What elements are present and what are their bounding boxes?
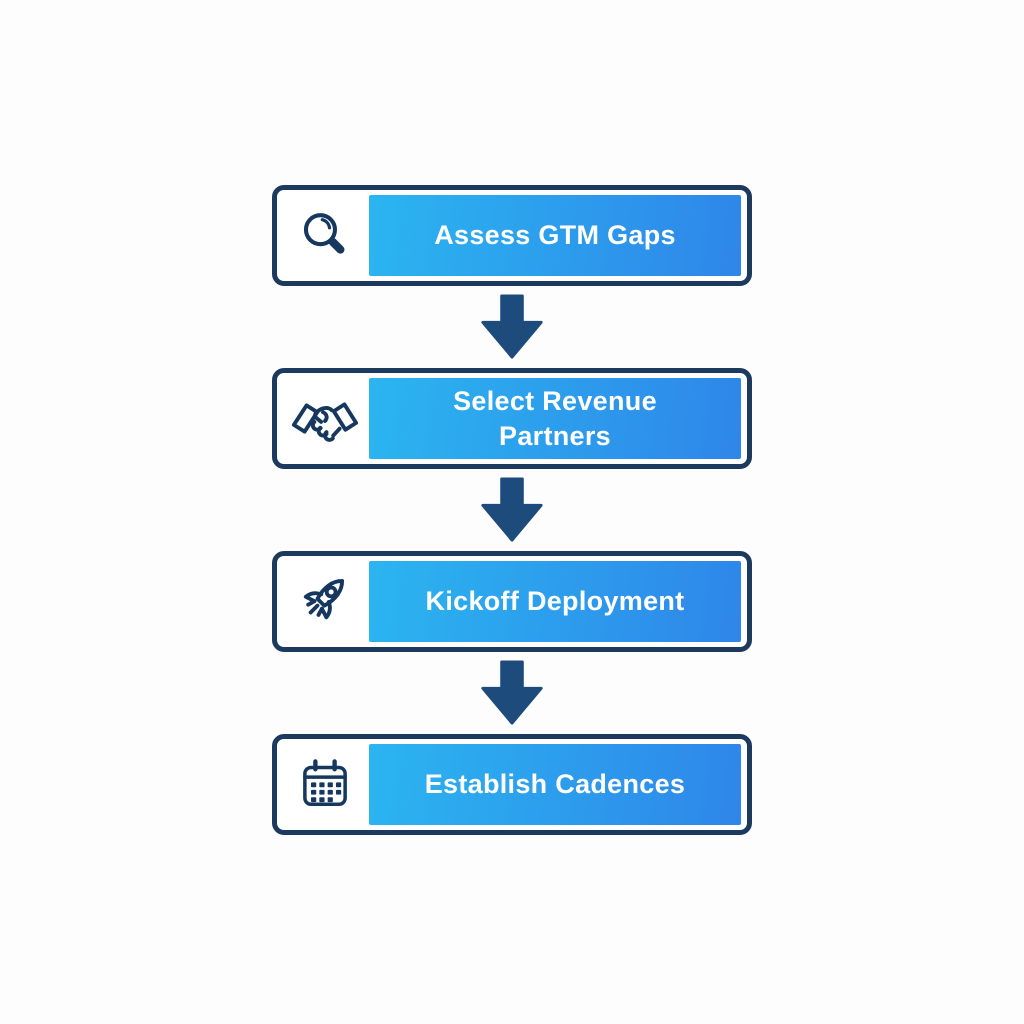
connector (479, 469, 545, 551)
step-label: Assess GTM Gaps (434, 220, 676, 251)
connector (479, 652, 545, 734)
step-label: Select Revenue Partners (453, 385, 657, 451)
step-select-revenue-partners: Select Revenue Partners (272, 368, 752, 469)
step-icon-cell (281, 377, 369, 460)
step-assess-gtm-gaps: Assess GTM Gaps (272, 185, 752, 286)
step-label: Kickoff Deployment (425, 586, 685, 617)
step-bar: Select Revenue Partners (369, 378, 741, 459)
down-arrow-icon (481, 294, 543, 359)
connector (479, 286, 545, 368)
down-arrow-icon (481, 477, 543, 542)
magnifier-icon (303, 212, 345, 254)
down-arrow-icon (481, 660, 543, 725)
calendar-icon (303, 758, 347, 806)
step-establish-cadences: Establish Cadences (272, 734, 752, 835)
step-bar: Kickoff Deployment (369, 561, 741, 642)
step-label: Establish Cadences (424, 769, 686, 800)
step-icon-cell (281, 194, 369, 277)
step-icon-cell (281, 560, 369, 643)
step-bar: Establish Cadences (369, 744, 741, 825)
rocket-icon (303, 578, 345, 619)
step-kickoff-deployment: Kickoff Deployment (272, 551, 752, 652)
handshake-icon (291, 401, 359, 442)
step-icon-cell (281, 743, 369, 826)
step-bar: Assess GTM Gaps (369, 195, 741, 276)
process-flow: Assess GTM Gaps (272, 185, 752, 835)
